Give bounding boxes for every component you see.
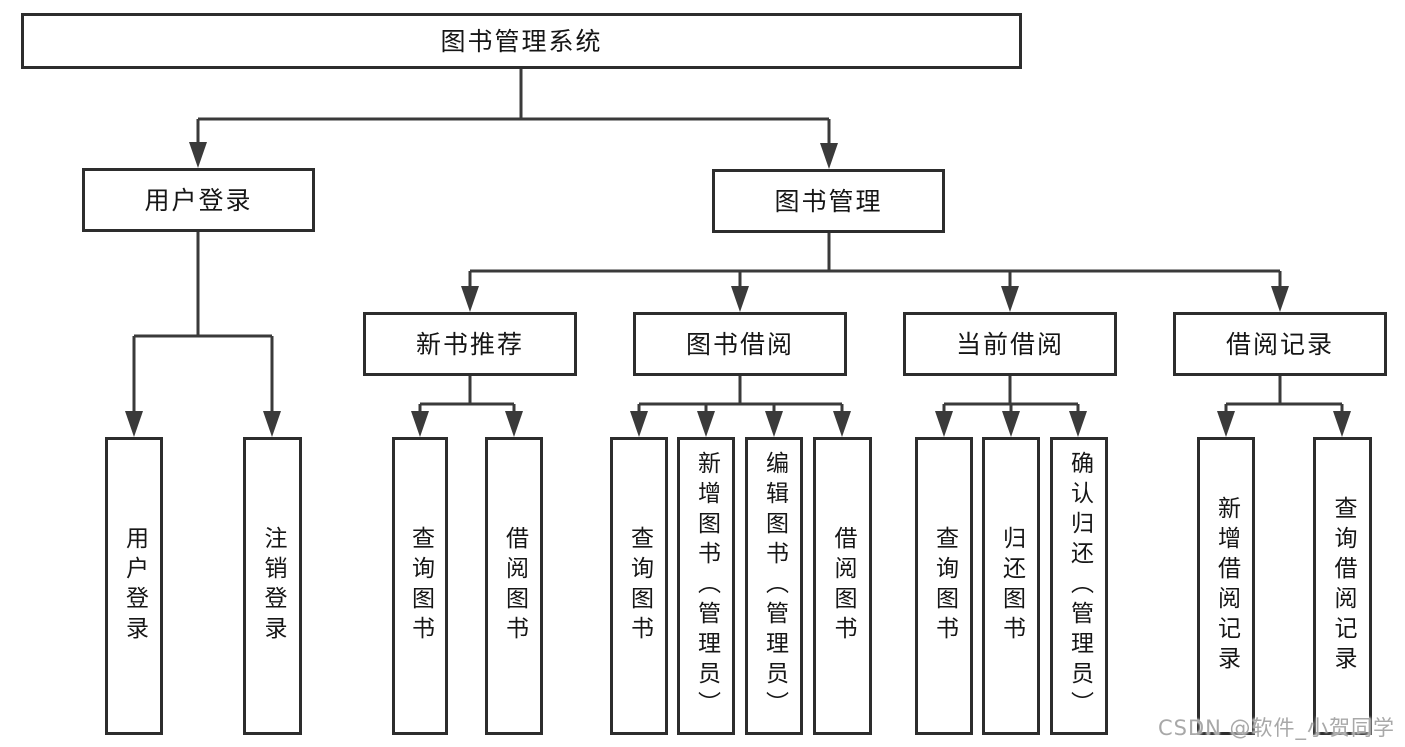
node-leaf-user-login-label: 用户登录 bbox=[121, 526, 148, 646]
node-leaf-query-borrow-record: 查询借阅记录 bbox=[1313, 437, 1372, 735]
node-leaf-logout: 注销登录 bbox=[243, 437, 302, 735]
node-leaf-add-books-admin: 新增图书（管理员） bbox=[677, 437, 735, 735]
node-current-borrowing-label: 当前借阅 bbox=[955, 329, 1064, 359]
node-leaf-query-borrow-record-label: 查询借阅记录 bbox=[1330, 496, 1356, 676]
node-leaf-query-books-1: 查询图书 bbox=[392, 437, 448, 735]
node-leaf-confirm-return-admin: 确认归还（管理员） bbox=[1050, 437, 1108, 735]
connector-root-to-level2 bbox=[189, 69, 838, 169]
watermark-text: CSDN @软件_小贺同学 bbox=[1158, 716, 1396, 740]
node-leaf-query-books-2: 查询图书 bbox=[610, 437, 668, 735]
connector-book-borrowing-to-leaves bbox=[630, 376, 851, 437]
connector-new-book-to-leaves bbox=[411, 376, 523, 437]
node-leaf-add-borrow-record: 新增借阅记录 bbox=[1197, 437, 1255, 735]
node-leaf-borrow-books-1-label: 借阅图书 bbox=[501, 526, 528, 646]
node-leaf-confirm-return-admin-label: 确认归还（管理员） bbox=[1066, 451, 1093, 721]
node-leaf-return-books-label: 归还图书 bbox=[998, 526, 1025, 646]
connector-user-login-to-leaves bbox=[125, 232, 281, 437]
node-leaf-edit-books-admin: 编辑图书（管理员） bbox=[745, 437, 803, 735]
node-leaf-add-books-admin-label: 新增图书（管理员） bbox=[693, 451, 720, 721]
node-book-management: 图书管理 bbox=[712, 169, 945, 233]
node-new-book-recommendation: 新书推荐 bbox=[363, 312, 577, 376]
node-leaf-return-books: 归还图书 bbox=[982, 437, 1040, 735]
node-leaf-edit-books-admin-label: 编辑图书（管理员） bbox=[761, 451, 788, 721]
node-new-book-recommendation-label: 新书推荐 bbox=[415, 329, 524, 359]
node-user-login: 用户登录 bbox=[82, 168, 315, 232]
node-leaf-logout-label: 注销登录 bbox=[260, 526, 286, 646]
node-book-borrowing-label: 图书借阅 bbox=[685, 329, 794, 359]
node-leaf-add-borrow-record-label: 新增借阅记录 bbox=[1213, 496, 1240, 676]
node-book-management-label: 图书管理 bbox=[774, 186, 883, 216]
node-leaf-query-books-3: 查询图书 bbox=[915, 437, 973, 735]
node-leaf-borrow-books-2-label: 借阅图书 bbox=[830, 526, 856, 646]
node-root: 图书管理系统 bbox=[21, 13, 1022, 69]
node-leaf-borrow-books-2: 借阅图书 bbox=[813, 437, 872, 735]
node-current-borrowing: 当前借阅 bbox=[903, 312, 1117, 376]
connector-book-management-to-level3 bbox=[461, 233, 1289, 312]
connector-borrowing-records-to-leaves bbox=[1217, 376, 1351, 437]
node-leaf-query-books-3-label: 查询图书 bbox=[931, 526, 958, 646]
node-leaf-user-login: 用户登录 bbox=[105, 437, 163, 735]
node-leaf-query-books-2-label: 查询图书 bbox=[626, 526, 653, 646]
node-book-borrowing: 图书借阅 bbox=[633, 312, 847, 376]
node-leaf-query-books-1-label: 查询图书 bbox=[407, 526, 434, 646]
node-root-label: 图书管理系统 bbox=[440, 26, 603, 56]
node-leaf-borrow-books-1: 借阅图书 bbox=[485, 437, 543, 735]
node-borrowing-records: 借阅记录 bbox=[1173, 312, 1387, 376]
connector-current-borrowing-to-leaves bbox=[935, 376, 1087, 437]
node-user-login-label: 用户登录 bbox=[144, 185, 253, 215]
node-borrowing-records-label: 借阅记录 bbox=[1225, 329, 1334, 359]
